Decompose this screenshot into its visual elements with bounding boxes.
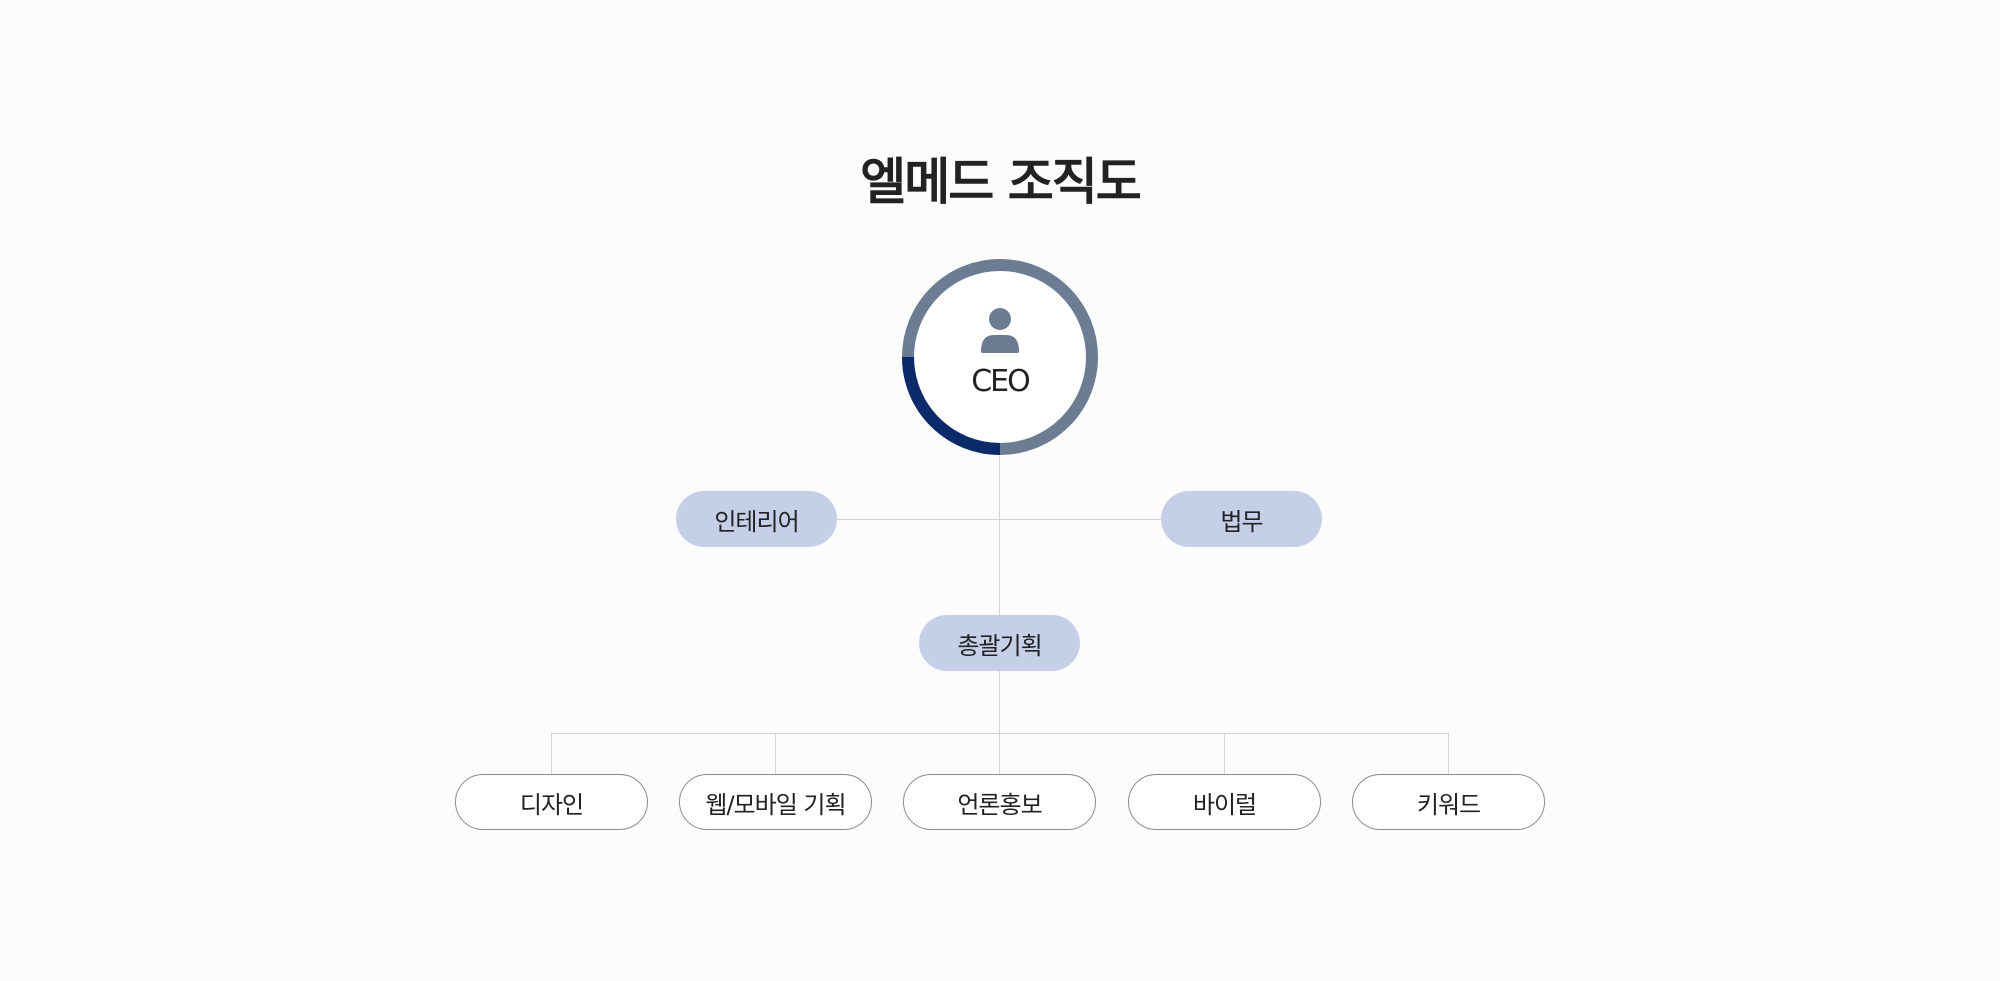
team-viral[interactable]: 바이럴 [1128, 774, 1321, 830]
connector-side-departments [837, 519, 1161, 520]
connector-team-1 [551, 733, 552, 774]
connector-ceo-to-planning [999, 455, 1000, 615]
team-design[interactable]: 디자인 [455, 774, 648, 830]
team-press-pr[interactable]: 언론홍보 [903, 774, 1096, 830]
connector-team-5 [1448, 733, 1449, 774]
person-icon [981, 308, 1019, 353]
connector-team-3 [999, 733, 1000, 774]
connector-planning-to-teams [999, 670, 1000, 733]
connector-team-4 [1224, 733, 1225, 774]
ceo-ring-accent [902, 356, 1001, 455]
dept-legal[interactable]: 법무 [1161, 491, 1322, 547]
dept-interior[interactable]: 인테리어 [676, 491, 837, 547]
team-web-mobile-planning[interactable]: 웹/모바일 기획 [679, 774, 872, 830]
team-keyword[interactable]: 키워드 [1352, 774, 1545, 830]
page-title: 엘메드 조직도 [860, 153, 1141, 211]
ceo-label: CEO [971, 364, 1031, 399]
connector-team-2 [775, 733, 776, 774]
dept-general-planning[interactable]: 총괄기획 [919, 615, 1080, 671]
connector-teams-horizontal [551, 733, 1449, 734]
ceo-node[interactable] [902, 259, 1098, 455]
